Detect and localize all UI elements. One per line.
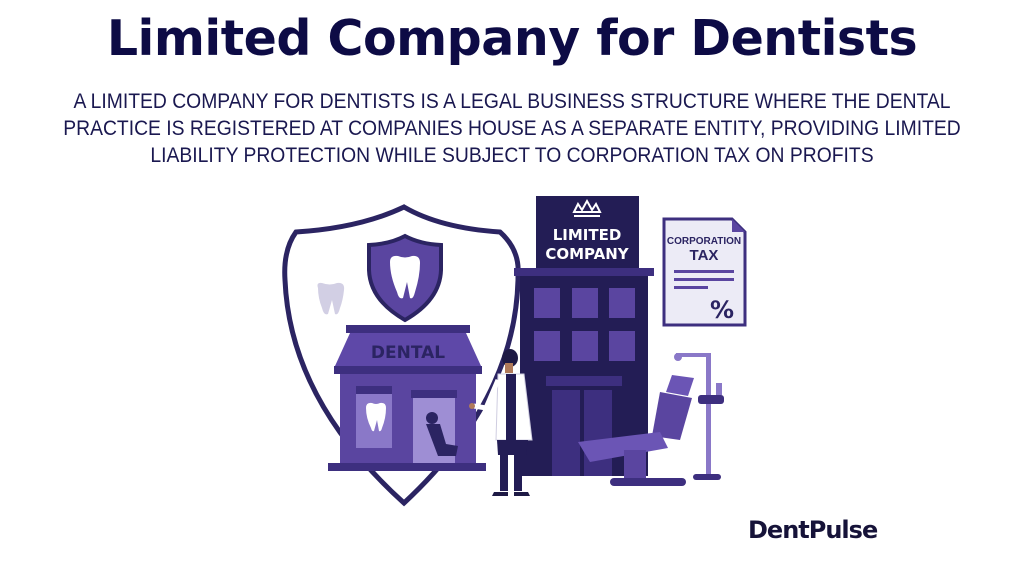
- limited-company-building: [514, 196, 654, 476]
- tax-doc-line1: CORPORATION: [667, 236, 741, 247]
- percent-symbol: %: [710, 296, 734, 324]
- tooth-icon: [317, 282, 345, 315]
- company-sign-line1: LIMITED: [553, 226, 622, 244]
- dentpulse-logo: DentPulse: [748, 516, 878, 544]
- dental-chair-icon: [578, 353, 724, 486]
- company-sign-line2: COMPANY: [545, 245, 629, 263]
- dental-office-building: [328, 325, 486, 471]
- page-description: A LIMITED COMPANY FOR DENTISTS IS A LEGA…: [63, 90, 961, 167]
- crown-icon: [572, 198, 602, 217]
- tax-doc-line2: TAX: [690, 247, 719, 264]
- dentist-figure: [469, 349, 533, 496]
- dental-sign: DENTAL: [371, 343, 445, 363]
- page-title: Limited Company for Dentists: [106, 10, 918, 67]
- tax-document-icon: [662, 217, 747, 327]
- shield-tooth-icon: [367, 233, 443, 323]
